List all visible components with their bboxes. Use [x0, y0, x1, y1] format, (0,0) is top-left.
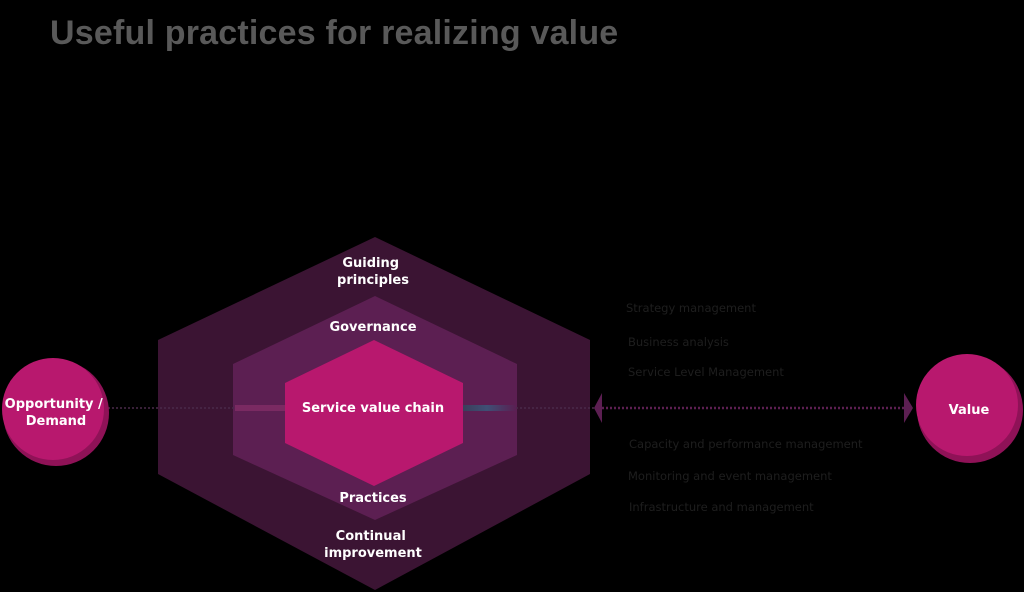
flow-band-right [458, 405, 516, 411]
arrow-head-right [904, 393, 913, 423]
input-label-line-1: Opportunity / [5, 397, 103, 412]
practice-item: Monitoring and event management [628, 469, 832, 483]
output-label: Value [949, 403, 990, 418]
service-value-chain-hexagon [285, 340, 463, 486]
opportunity-demand-circle: Opportunity / Demand [2, 358, 109, 466]
svg-text:Opportunity / Demand: Opportunity / Demand [5, 397, 108, 429]
continual-improvement-label-line-1: Continual [336, 529, 406, 544]
governance-label: Governance [329, 320, 416, 335]
practice-item: Service Level Management [628, 365, 784, 379]
practices-label: Practices [339, 491, 407, 506]
practice-item: Infrastructure and management [629, 500, 814, 514]
guiding-principles-label-line-1: Guiding [342, 256, 399, 271]
svg-text:Guiding principles: Guiding principles [337, 256, 409, 288]
practices-list: Strategy management Business analysis Se… [626, 301, 863, 514]
practice-item: Strategy management [626, 301, 756, 315]
practice-item: Capacity and performance management [629, 437, 863, 451]
input-label-line-2: Demand [26, 414, 87, 429]
slide-title: Useful practices for realizing value [50, 14, 619, 52]
value-circle: Value [916, 354, 1023, 463]
service-value-chain-label: Service value chain [302, 401, 444, 416]
arrow-head-left [594, 393, 602, 423]
flow-band-left [235, 405, 295, 411]
guiding-principles-label-line-2: principles [337, 273, 409, 288]
continual-improvement-label-line-2: improvement [324, 546, 422, 561]
svg-text:Continual improvement: Continual improvement [324, 529, 422, 561]
practice-item: Business analysis [628, 335, 729, 349]
